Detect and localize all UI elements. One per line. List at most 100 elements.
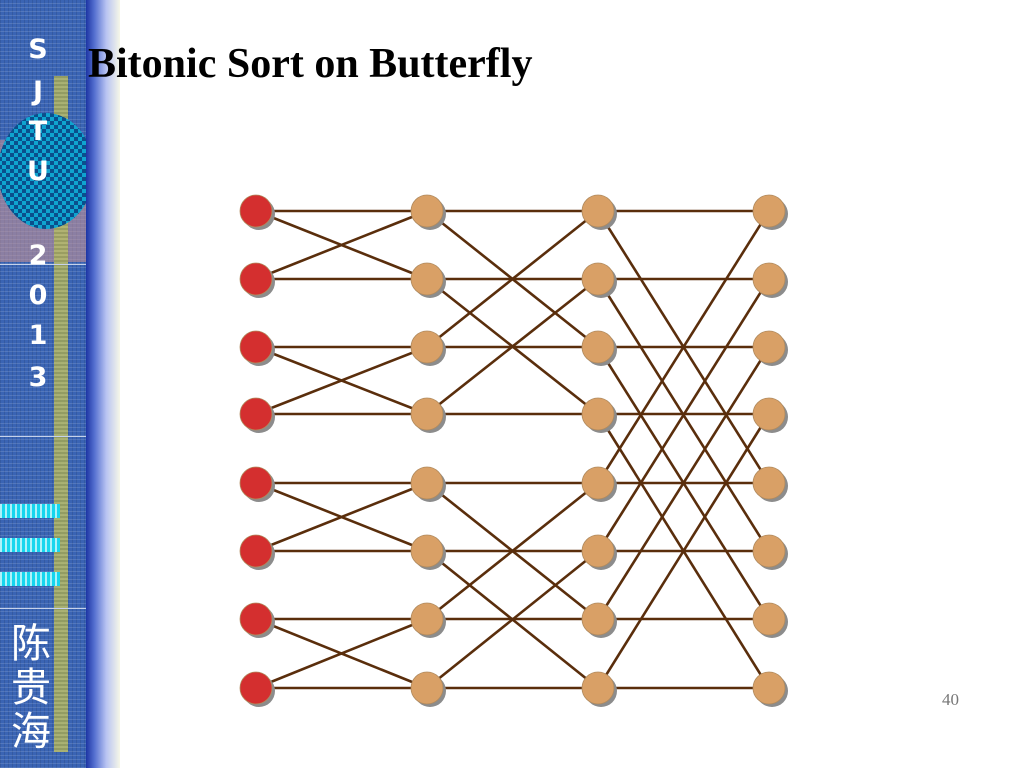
network-node bbox=[581, 262, 617, 298]
network-edge bbox=[426, 277, 599, 416]
node-circle bbox=[410, 671, 444, 705]
network-node bbox=[752, 602, 788, 638]
node-circle bbox=[410, 534, 444, 568]
node-circle bbox=[239, 671, 273, 705]
node-circle bbox=[581, 397, 615, 431]
input-node bbox=[239, 602, 275, 638]
network-edge bbox=[596, 278, 771, 552]
network-edge bbox=[255, 617, 428, 690]
network-node bbox=[581, 466, 617, 502]
page-number: 40 bbox=[942, 690, 959, 709]
network-node bbox=[752, 194, 788, 230]
network-node bbox=[752, 466, 788, 502]
node-circle bbox=[410, 194, 444, 228]
network-node bbox=[581, 671, 617, 707]
node-circle bbox=[581, 466, 615, 500]
node-circle bbox=[410, 466, 444, 500]
network-edge bbox=[596, 346, 771, 620]
network-node bbox=[752, 397, 788, 433]
node-circle bbox=[752, 397, 786, 431]
network-node bbox=[752, 330, 788, 366]
node-layer bbox=[239, 194, 788, 707]
network-edge bbox=[596, 413, 771, 689]
slide-title: Bitonic Sort on Butterfly bbox=[88, 41, 533, 87]
network-node bbox=[410, 262, 446, 298]
network-node bbox=[410, 466, 446, 502]
node-circle bbox=[581, 602, 615, 636]
sidebar-letter: S bbox=[28, 34, 48, 65]
node-circle bbox=[581, 671, 615, 705]
node-circle bbox=[752, 466, 786, 500]
sidebar-letter: U bbox=[27, 156, 49, 187]
node-circle bbox=[239, 330, 273, 364]
network-node bbox=[410, 671, 446, 707]
network-node bbox=[410, 534, 446, 570]
sidebar-letter: 1 bbox=[28, 320, 48, 351]
network-node bbox=[752, 534, 788, 570]
node-circle bbox=[752, 671, 786, 705]
node-circle bbox=[410, 602, 444, 636]
node-circle bbox=[581, 534, 615, 568]
sidebar-letter: 0 bbox=[28, 280, 48, 311]
node-circle bbox=[239, 262, 273, 296]
sidebar-cyan-bar bbox=[0, 504, 60, 518]
sidebar-divider bbox=[0, 264, 86, 265]
network-node bbox=[410, 397, 446, 433]
edge-layer bbox=[255, 209, 771, 690]
input-node bbox=[239, 262, 275, 298]
network-node bbox=[581, 330, 617, 366]
sidebar-checker-circle bbox=[0, 113, 94, 229]
node-circle bbox=[410, 262, 444, 296]
input-node bbox=[239, 466, 275, 502]
network-node bbox=[752, 671, 788, 707]
node-circle bbox=[410, 330, 444, 364]
node-circle bbox=[581, 194, 615, 228]
input-node bbox=[239, 534, 275, 570]
network-node bbox=[581, 602, 617, 638]
node-circle bbox=[581, 262, 615, 296]
node-circle bbox=[581, 330, 615, 364]
network-edge bbox=[426, 481, 599, 621]
node-circle bbox=[239, 602, 273, 636]
network-node bbox=[410, 330, 446, 366]
sidebar-letter: J bbox=[32, 76, 44, 107]
sidebar-divider bbox=[0, 608, 86, 609]
network-edge bbox=[255, 345, 428, 416]
sidebar-letter: T bbox=[28, 116, 48, 147]
node-circle bbox=[752, 534, 786, 568]
node-circle bbox=[752, 262, 786, 296]
sidebar-cyan-bar bbox=[0, 538, 60, 552]
network-node bbox=[581, 397, 617, 433]
sidebar-author-char: 陈 bbox=[11, 621, 51, 667]
network-edge bbox=[255, 481, 428, 553]
node-circle bbox=[752, 330, 786, 364]
network-node bbox=[752, 262, 788, 298]
sidebar-author-char: 贵 bbox=[11, 665, 51, 711]
node-circle bbox=[239, 534, 273, 568]
sidebar-gradient-edge bbox=[86, 0, 120, 768]
network-node bbox=[410, 602, 446, 638]
network-node bbox=[581, 534, 617, 570]
sidebar-letter: 2 bbox=[28, 240, 48, 271]
input-node bbox=[239, 330, 275, 366]
sidebar-letter: 3 bbox=[28, 362, 48, 393]
network-node bbox=[410, 194, 446, 230]
input-node bbox=[239, 194, 275, 230]
node-circle bbox=[752, 194, 786, 228]
network-edge bbox=[255, 209, 428, 281]
network-edge bbox=[426, 209, 599, 349]
input-node bbox=[239, 671, 275, 707]
node-circle bbox=[752, 602, 786, 636]
node-circle bbox=[239, 194, 273, 228]
sidebar-author-char: 海 bbox=[11, 709, 51, 755]
network-node bbox=[581, 194, 617, 230]
node-circle bbox=[239, 397, 273, 431]
network-edge bbox=[426, 549, 599, 690]
node-circle bbox=[239, 466, 273, 500]
sidebar-divider bbox=[0, 436, 86, 437]
network-edge bbox=[596, 210, 771, 484]
node-circle bbox=[410, 397, 444, 431]
input-node bbox=[239, 397, 275, 433]
sidebar-cyan-bar bbox=[0, 572, 60, 586]
